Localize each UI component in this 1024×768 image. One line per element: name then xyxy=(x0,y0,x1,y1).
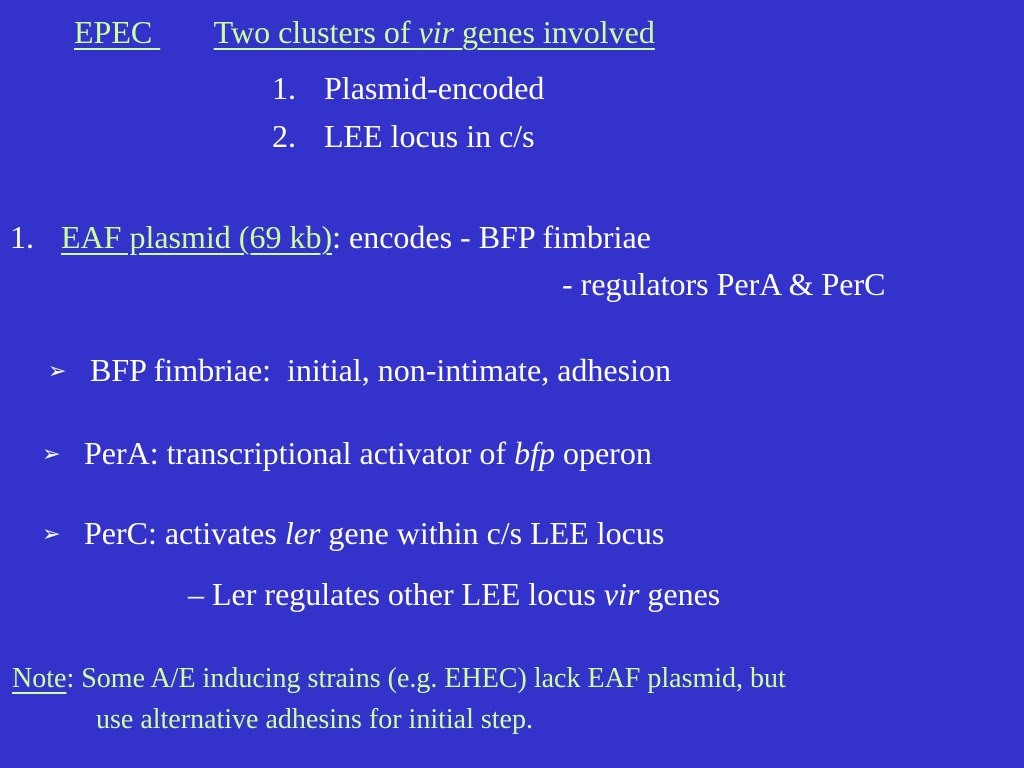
right-arrow-bullet-icon: ➢ xyxy=(42,442,61,467)
right-arrow-bullet-icon: ➢ xyxy=(48,359,67,384)
bullet-bfp-text: BFP fimbriae: initial, non-intimate, adh… xyxy=(90,352,671,388)
clusters-heading-vir: vir xyxy=(418,14,455,50)
cluster-item-2: 2. LEE locus in c/s xyxy=(272,120,535,152)
clusters-heading-post: genes involved xyxy=(454,14,655,50)
ler-subline: – Ler regulates other LEE locus vir gene… xyxy=(188,578,720,610)
note-text-1: : Some A/E inducing strains (e.g. EHEC) … xyxy=(66,663,786,694)
eaf-regulators-line: - regulators PerA & PerC xyxy=(562,266,886,302)
ler-subline-post: genes xyxy=(639,576,721,612)
eaf-plasmid-label: EAF plasmid (69 kb) xyxy=(61,219,333,255)
eaf-item: 1. EAF plasmid (69 kb): encodes - BFP fim… xyxy=(10,221,651,253)
bullet-pera-post: operon xyxy=(554,435,652,471)
bullet-pera-bfp: bfp xyxy=(514,435,555,471)
slide-header: EPEC Two clusters of vir genes involved xyxy=(74,16,655,48)
bullet-pera: ➢PerA: transcriptional activator of bfp … xyxy=(42,437,652,469)
cluster-item-1: 1. Plasmid-encoded xyxy=(272,72,544,104)
bullet-perc-pre: PerC: activates xyxy=(84,515,285,551)
epec-heading: EPEC xyxy=(74,14,161,50)
bullet-pera-pre: PerA: transcriptional activator of xyxy=(84,435,515,471)
clusters-heading: Two clusters of vir genes involved xyxy=(214,14,655,50)
bullet-perc-post: gene within c/s LEE locus xyxy=(320,515,665,551)
bullet-bfp: ➢ BFP fimbriae: initial, non-intimate, ad… xyxy=(48,354,671,386)
note-line-2: use alternative adhesins for initial ste… xyxy=(96,704,533,735)
ler-subline-vir: vir xyxy=(603,576,640,612)
bullet-perc-ler: ler xyxy=(284,515,321,551)
bullet-perc: ➢ PerC: activates ler gene within c/s LEE… xyxy=(42,517,664,549)
clusters-heading-pre: Two clusters of xyxy=(213,14,419,50)
right-arrow-bullet-icon: ➢ xyxy=(42,522,61,547)
eaf-number: 1. xyxy=(10,219,34,255)
cluster-text: Plasmid-encoded xyxy=(324,70,545,106)
note-line-1: Note: Some A/E inducing strains (e.g. EH… xyxy=(12,665,786,693)
ler-subline-pre: – Ler regulates other LEE locus xyxy=(188,576,604,612)
cluster-text: LEE locus in c/s xyxy=(324,118,535,154)
note-label: Note xyxy=(12,663,67,694)
cluster-number: 2. xyxy=(272,118,296,154)
cluster-number: 1. xyxy=(272,70,296,106)
eaf-encodes-text: : encodes - BFP fimbriae xyxy=(332,219,651,255)
